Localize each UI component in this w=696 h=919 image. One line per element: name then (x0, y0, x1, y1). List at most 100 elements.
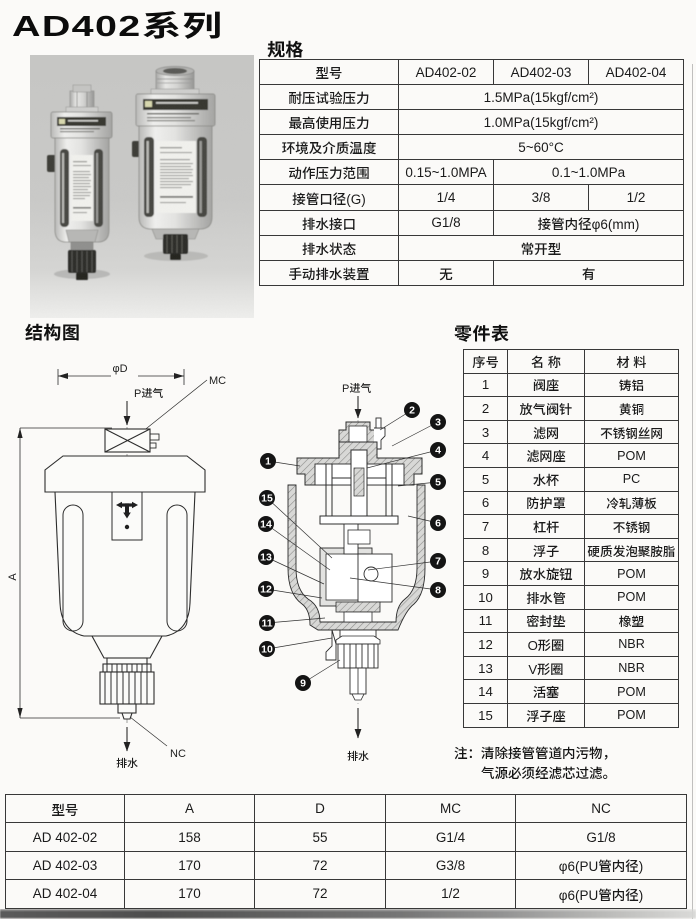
dim-cell: AD 402-02 (5, 822, 125, 852)
dim-col-header: MC (385, 793, 516, 824)
section-geometry (287, 396, 426, 739)
outline-drain-nub (121, 712, 133, 720)
spec-cell: 接管内径φ6(mm) (493, 209, 684, 236)
parts-cell: 不锈钢丝网 (584, 419, 679, 445)
spec-section-heading: 规格 (267, 40, 304, 60)
dim-col-header: 型号 (5, 793, 125, 824)
spec-row-label: 型号 (259, 58, 399, 86)
spec-col-header: AD402-03 (493, 58, 589, 86)
spec-cell: 无 (398, 259, 494, 286)
parts-cell: POM (584, 702, 679, 728)
spec-cell: 3/8 (493, 184, 589, 211)
outline-inlet-port (104, 428, 160, 453)
dim-col-header: NC (515, 793, 687, 824)
balloon-number: 12 (260, 584, 272, 596)
parts-cell: 放水旋钮 (507, 561, 585, 586)
balloon-number: 11 (261, 618, 272, 630)
balloon-number: 3 (435, 417, 441, 429)
parts-cell: 滤网 (507, 419, 585, 445)
parts-cell: 5 (463, 466, 508, 492)
parts-cell: 杠杆 (507, 514, 585, 539)
parts-col-header: 材 料 (584, 349, 679, 374)
parts-cell: 排水管 (507, 584, 585, 610)
outline-dim-d-label: φD (112, 363, 127, 375)
balloon-13: 13 (258, 549, 274, 565)
photo-grain (30, 55, 254, 318)
outline-mc-leader (141, 379, 208, 433)
dim-cell: AD 402-03 (5, 850, 125, 881)
parts-note: 注：清除接管管道内污物， 气源必须经滤芯过滤。 (454, 744, 616, 784)
outline-drawing-container: φD MC P进气 A NC 排水 (7, 355, 236, 800)
balloon-number: 5 (435, 477, 441, 489)
spec-cell: 有 (493, 259, 684, 286)
balloon-11: 11 (259, 615, 275, 631)
balloon-12: 12 (258, 581, 274, 597)
parts-cell: 11 (463, 608, 508, 634)
parts-cell: 硬质发泡聚胺脂 (584, 537, 679, 563)
balloon-2: 2 (404, 402, 420, 418)
spec-cell: 1.5MPa(15kgf/cm²) (398, 84, 684, 111)
dim-cell: G1/4 (385, 822, 516, 852)
balloon-number: 10 (261, 644, 273, 656)
spec-cell: 5~60°C (398, 134, 684, 161)
parts-cell: 活塞 (507, 679, 585, 704)
dim-cell: AD 402-04 (5, 879, 125, 909)
balloon-number: 4 (435, 445, 441, 457)
spec-row-label: 动作压力范围 (259, 159, 399, 186)
balloon-14: 14 (258, 516, 274, 532)
spec-cell: G1/8 (398, 209, 494, 236)
parts-cell: 阀座 (507, 372, 585, 398)
section-drawing: 1 2 3 4 5 6 7 8 9 10 11 12 13 14 15 P进气 … (258, 382, 446, 763)
dim-cell: 1/2 (385, 879, 516, 909)
outline-drain-label: 排水 (116, 757, 138, 770)
balloon-number: 9 (300, 678, 306, 690)
spec-row-label: 排水状态 (259, 234, 399, 261)
balloon-4: 4 (430, 442, 446, 458)
parts-cell: 8 (463, 537, 508, 563)
parts-cell: 冷轧薄板 (584, 490, 679, 516)
spec-cell: 0.15~1.0MPA (398, 159, 494, 186)
dim-cell: φ6(PU管内径) (515, 879, 687, 909)
parts-cell: 4 (463, 443, 508, 468)
scan-smudge-artifact (0, 909, 696, 919)
parts-cell: 10 (463, 584, 508, 610)
outline-cap (44, 455, 206, 493)
parts-cell: 13 (463, 655, 508, 681)
parts-header-row: 序号名 称材 料 (463, 349, 679, 374)
dim-cell: φ6(PU管内径) (515, 850, 687, 881)
parts-cell: 14 (463, 679, 508, 704)
outline-knob-ridges (104, 672, 148, 704)
outline-latch-icon (116, 501, 138, 530)
spec-row-label: 手动排水装置 (259, 259, 399, 286)
balloon-number: 8 (435, 585, 441, 597)
section-drain-label: 排水 (347, 750, 369, 763)
parts-cell: NBR (584, 655, 679, 681)
balloon-number: 13 (260, 552, 272, 564)
dim-cell: G3/8 (385, 850, 516, 881)
parts-cell: 水杯 (507, 466, 585, 492)
parts-cell: 浮子座 (507, 702, 585, 728)
outline-dim-d-lines (57, 369, 185, 385)
outline-drawing: φD MC P进气 A NC 排水 (7, 363, 226, 770)
outline-drain-tip (117, 703, 137, 714)
structure-section-heading: 结构图 (25, 323, 81, 343)
balloon-15: 15 (259, 490, 275, 506)
balloon-5: 5 (430, 474, 446, 490)
